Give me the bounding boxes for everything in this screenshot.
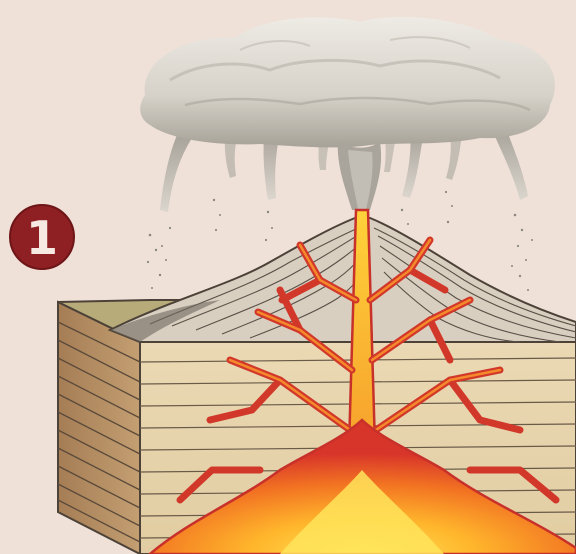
step-badge-number: 1 bbox=[26, 211, 58, 265]
volcano-cone bbox=[110, 218, 576, 342]
crust-block-side bbox=[58, 302, 140, 554]
step-badge: 1 bbox=[10, 205, 74, 269]
